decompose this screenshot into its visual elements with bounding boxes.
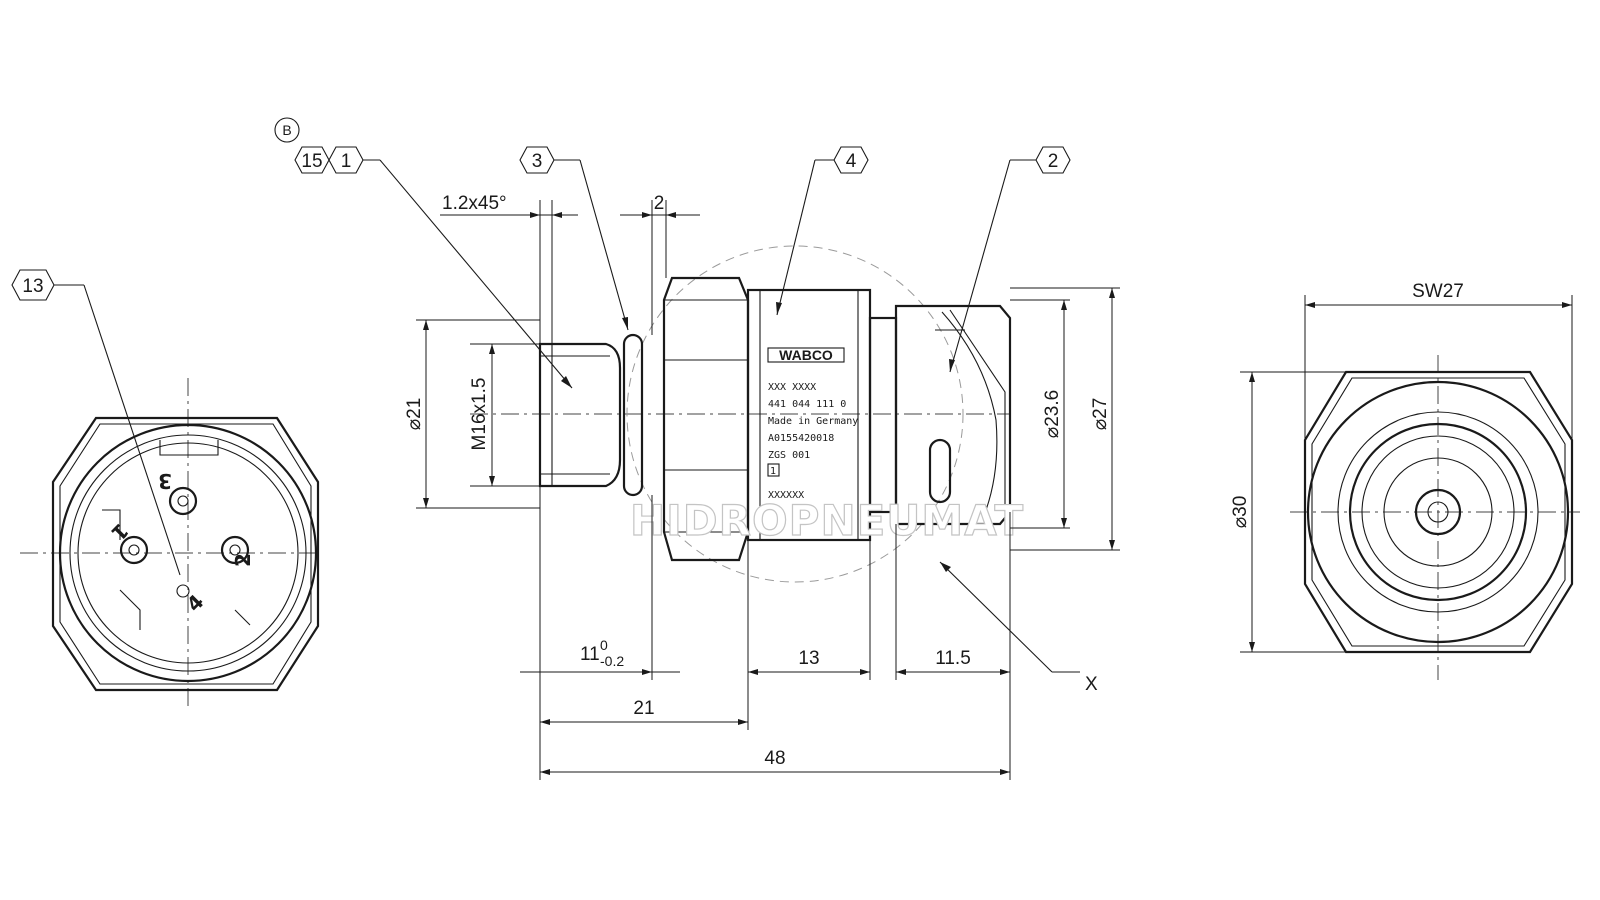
port-end-view	[1290, 355, 1580, 680]
connector-end-view: 3 1 2 4	[20, 378, 320, 708]
dim-sw27: SW27	[1304, 281, 1573, 440]
callout-b: B	[274, 117, 300, 143]
watermark-text: HIDROPNEUMAT	[630, 496, 1024, 545]
dim-dia-23-6-label: ⌀23.6	[1042, 390, 1063, 438]
marking-line-2: 441 044 111 0	[768, 399, 846, 410]
marking-serial: XXXXXX	[768, 490, 804, 501]
callout-2-label: 2	[1048, 151, 1059, 172]
dim-len-48-label: 48	[764, 748, 785, 769]
callout-13-label: 13	[22, 276, 43, 297]
pin-label-2: 2	[231, 553, 255, 567]
pin-label-3: 3	[158, 469, 172, 493]
marking-line-1: XXX XXXX	[768, 382, 816, 393]
dim-len-48: 48	[540, 748, 1010, 775]
dim-bottom-extensions	[539, 486, 1011, 780]
dim-dia-21: ⌀21	[404, 319, 540, 509]
dim-len-21: 21	[540, 698, 748, 725]
dim-dia-27: ⌀27	[1010, 287, 1120, 551]
dim-groove-label: 2	[654, 193, 665, 214]
view-x-label: X	[1085, 674, 1098, 695]
brand-marking: WABCO	[779, 347, 833, 363]
callout-3: 3	[519, 146, 629, 331]
dim-len-11-label: 11	[580, 644, 600, 665]
marking-line-4: A0155420018	[768, 433, 834, 444]
callout-1: 1	[328, 146, 573, 389]
callout-3-label: 3	[532, 151, 543, 172]
pin-label-1: 1	[107, 519, 134, 546]
dim-chamfer: 1.2x45°	[440, 193, 578, 344]
callout-15-label: 15	[301, 151, 322, 172]
dim-len-13-label: 13	[798, 648, 819, 669]
marking-line-3: Made in Germany	[768, 416, 858, 427]
callout-4-label: 4	[846, 151, 857, 172]
callout-b-label: B	[282, 122, 291, 138]
callout-1-label: 1	[341, 151, 352, 172]
dim-chamfer-label: 1.2x45°	[442, 193, 507, 214]
dim-thread: M16x1.5	[469, 343, 540, 487]
dim-sw27-label: SW27	[1412, 281, 1464, 302]
marking-box: 1	[770, 466, 776, 477]
dim-len-11-5-label: 11.5	[935, 648, 971, 669]
dim-len-11-lower: -0.2	[600, 653, 624, 669]
pin-label-4: 4	[182, 590, 209, 617]
dim-len-11-5: 11.5	[896, 648, 1010, 675]
dim-len-21-label: 21	[633, 698, 654, 719]
callout-2: 2	[949, 146, 1071, 373]
dim-dia-30: ⌀30	[1230, 371, 1346, 653]
dim-len-11-upper: 0	[600, 637, 608, 653]
dim-dia-21-label: ⌀21	[404, 398, 425, 431]
view-x-marker: X	[939, 561, 1098, 695]
callout-15: 15	[294, 146, 330, 174]
dim-dia-30-label: ⌀30	[1230, 496, 1251, 529]
marking-line-5: ZGS 001	[768, 450, 810, 461]
dim-thread-label: M16x1.5	[469, 378, 490, 451]
dim-len-13: 13	[748, 648, 870, 675]
callout-4: 4	[776, 146, 869, 316]
dim-dia-23-6: ⌀23.6	[1010, 299, 1070, 529]
dim-groove: 2	[620, 193, 700, 335]
dim-len-11: 11 0 -0.2	[520, 637, 680, 675]
callout-13: 13	[11, 269, 181, 576]
dim-dia-27-label: ⌀27	[1090, 398, 1111, 431]
